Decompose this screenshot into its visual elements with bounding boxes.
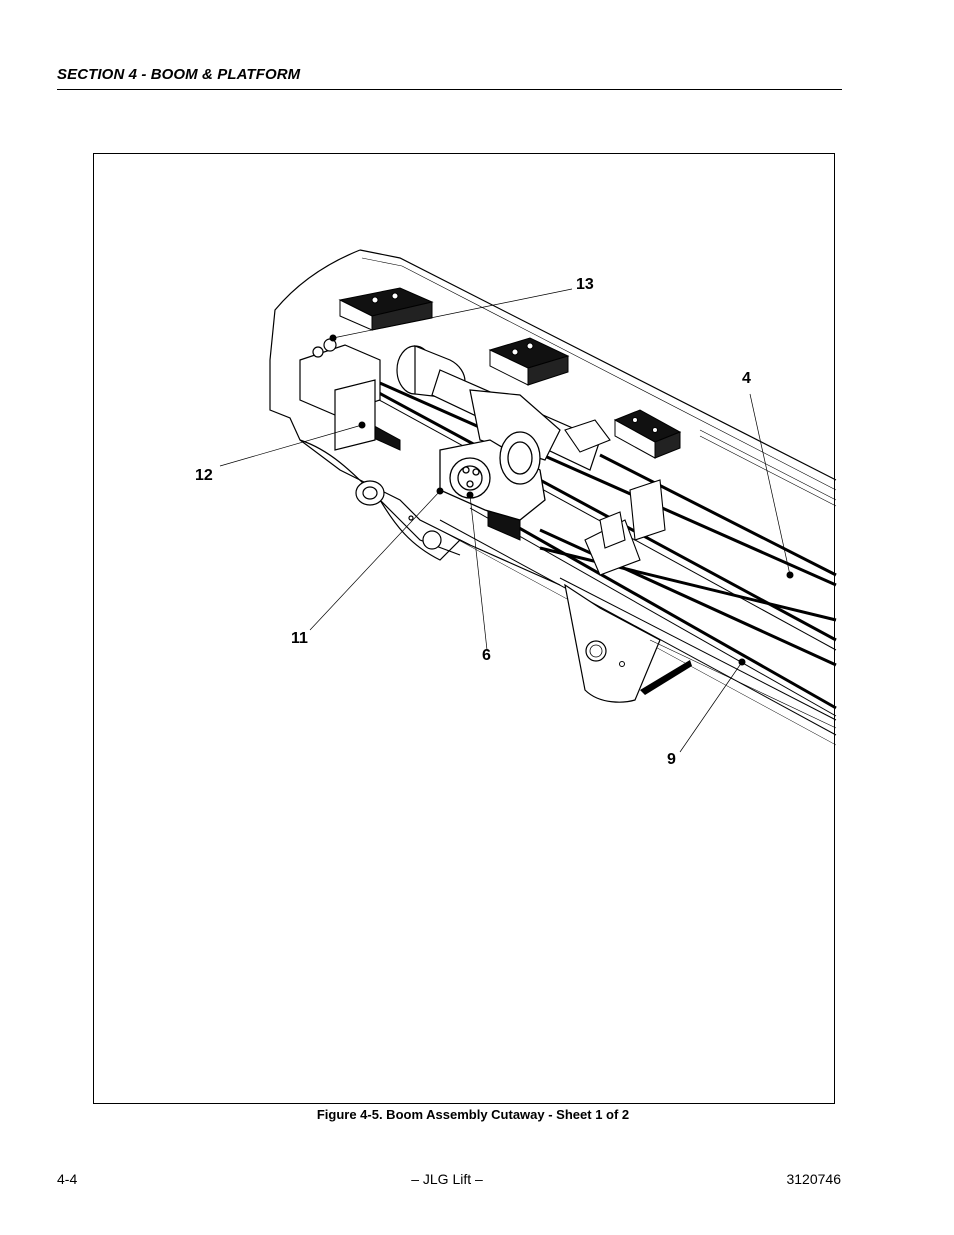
callout-13: 13 [576, 276, 594, 293]
callout-4: 4 [742, 370, 751, 387]
callout-12: 12 [195, 467, 213, 484]
header-rule [57, 89, 842, 90]
figure-frame [93, 153, 835, 1104]
callout-11: 11 [291, 630, 308, 647]
section-title: SECTION 4 - BOOM & PLATFORM [57, 66, 301, 83]
document-number: 3120746 [786, 1171, 841, 1187]
page-number: 4-4 [57, 1171, 78, 1187]
callout-6: 6 [482, 647, 491, 664]
figure-caption: Figure 4-5. Boom Assembly Cutaway - Shee… [316, 1107, 630, 1122]
publisher-name: – JLG Lift – [411, 1171, 483, 1187]
callout-9: 9 [667, 751, 676, 768]
